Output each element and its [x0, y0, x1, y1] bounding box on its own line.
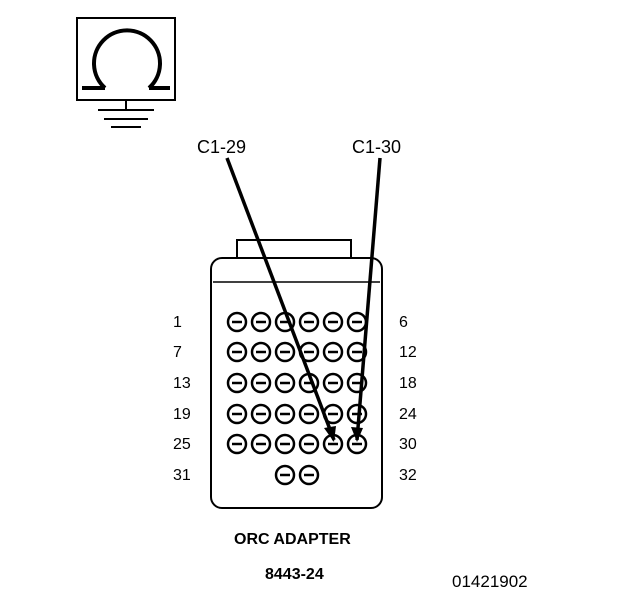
pin-label-25: 25 [173, 436, 191, 453]
pin-label-24: 24 [399, 406, 417, 423]
ohmmeter-ground-icon [76, 17, 176, 128]
pin-grid [226, 311, 368, 486]
pin-label-32: 32 [399, 467, 417, 484]
probe-lead-c1-29 [225, 157, 336, 441]
pin-label-30: 30 [399, 436, 417, 453]
adapter-name: ORC ADAPTER [234, 531, 351, 548]
pin-label-12: 12 [399, 344, 417, 361]
pin-label-1: 1 [173, 314, 182, 331]
probe-label-c1-30: C1-30 [352, 137, 402, 157]
adapter-number: 8443-24 [265, 566, 324, 583]
figure-id: 01421902 [452, 572, 528, 591]
probe-leads [225, 157, 382, 442]
probe-arrow-c1-29 [324, 426, 336, 442]
probe-label-c1-29: C1-29 [197, 137, 247, 157]
pin-label-7: 7 [173, 344, 182, 361]
probe-lead-c1-30 [355, 157, 382, 441]
pin-label-13: 13 [173, 375, 191, 392]
pin-label-18: 18 [399, 375, 417, 392]
probe-arrow-c1-30 [351, 427, 363, 442]
pin-label-31: 31 [173, 467, 191, 484]
pin-label-19: 19 [173, 406, 191, 423]
pin-label-6: 6 [399, 314, 408, 331]
